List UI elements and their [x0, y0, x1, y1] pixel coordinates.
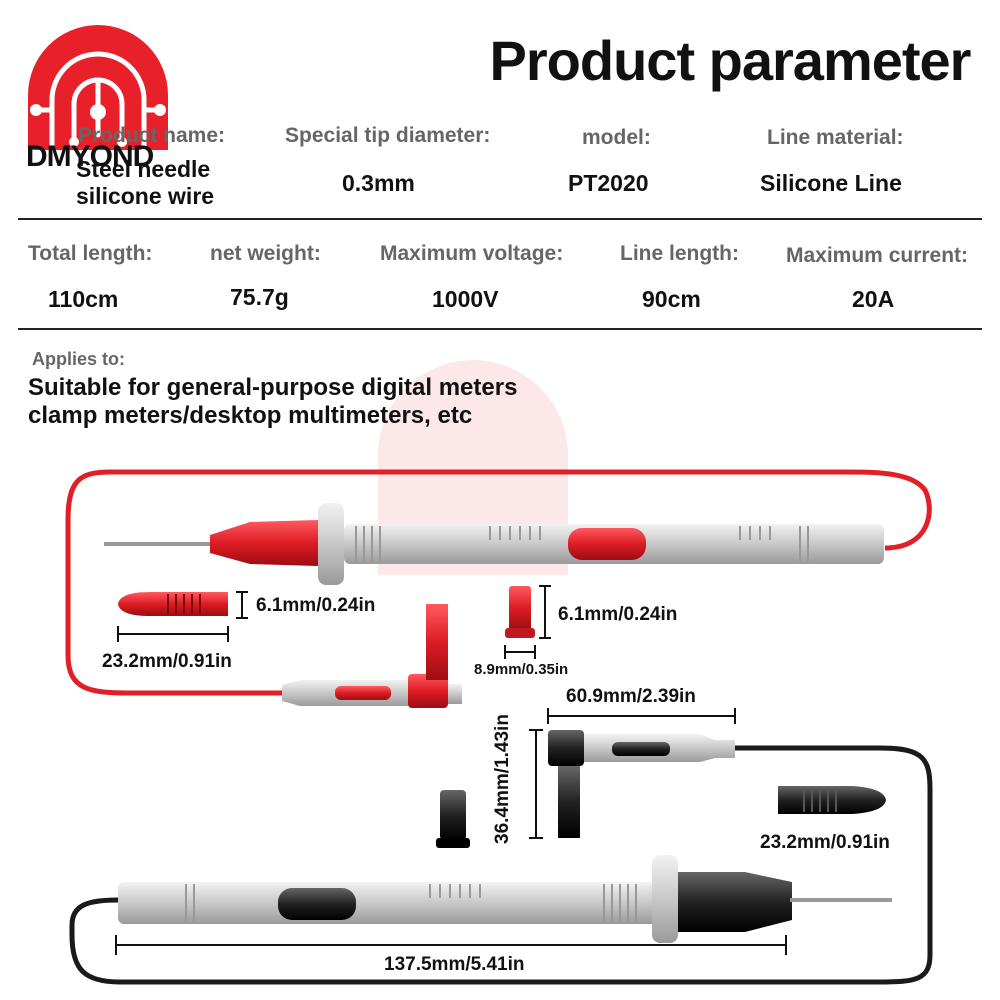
- black-tip-cap: [778, 786, 886, 814]
- max-voltage-value: 1000V: [432, 286, 499, 312]
- red-wire: [65, 469, 932, 696]
- probe-length-dim-lines: [115, 935, 787, 955]
- line-material-label: Line material:: [767, 126, 904, 149]
- model-label: model:: [582, 126, 651, 149]
- brand-name: DMYOND: [26, 140, 154, 173]
- red-sleeve-height-label: 6.1mm/0.24in: [558, 604, 678, 625]
- applies-line-2: clamp meters/desktop multimeters, etc: [28, 402, 473, 429]
- red-cap-dim-lines: [117, 591, 248, 642]
- red-angle-plug: [282, 604, 462, 708]
- tip-diameter-value: 0.3mm: [342, 170, 415, 196]
- applies-line-1: Suitable for general-purpose digital met…: [28, 374, 518, 401]
- angle-plug-dim-lines: [529, 708, 736, 839]
- black-cap-length-label: 23.2mm/0.91in: [760, 832, 890, 853]
- product-name-value: Steel needle silicone wire: [76, 156, 236, 210]
- divider-1: [18, 218, 982, 220]
- model-value: PT2020: [568, 170, 649, 196]
- red-cap-length-label: 23.2mm/0.91in: [102, 651, 232, 672]
- black-sleeve: [436, 790, 470, 848]
- divider-2: [18, 328, 982, 330]
- red-sleeve: [505, 586, 535, 638]
- tip-diameter-label: Special tip diameter:: [285, 124, 491, 147]
- total-length-label: Total length:: [28, 242, 153, 265]
- red-sleeve-width-label: 8.9mm/0.35in: [474, 661, 569, 678]
- page-title: Product parameter: [489, 29, 972, 92]
- product-name-label: Product name:: [78, 124, 226, 147]
- line-length-label: Line length:: [620, 242, 739, 265]
- red-tip-cap: [118, 592, 228, 616]
- max-voltage-label: Maximum voltage:: [380, 242, 564, 265]
- probe-length-label: 137.5mm/5.41in: [384, 954, 525, 975]
- red-sleeve-dim-lines: [504, 585, 551, 659]
- angle-plug-height-label: 36.4mm/1.43in: [492, 714, 513, 844]
- black-wire: [69, 745, 933, 985]
- black-probe: [118, 855, 892, 943]
- red-probe: [104, 503, 884, 585]
- line-length-value: 90cm: [642, 286, 701, 312]
- angle-plug-length-label: 60.9mm/2.39in: [566, 686, 696, 707]
- max-current-label: Maximum current:: [786, 244, 969, 267]
- product-name-value-text: Steel needle silicone wire: [76, 156, 215, 209]
- net-weight-label: net weight:: [210, 242, 321, 265]
- line-material-value: Silicone Line: [760, 170, 902, 196]
- black-angle-plug: [548, 730, 735, 838]
- total-length-value: 110cm: [48, 286, 119, 312]
- red-cap-height-label: 6.1mm/0.24in: [256, 595, 376, 616]
- net-weight-value: 75.7g: [230, 284, 289, 310]
- max-current-value: 20A: [852, 286, 895, 312]
- applies-text: Suitable for general-purpose digital met…: [28, 374, 517, 430]
- applies-label: Applies to:: [32, 349, 125, 369]
